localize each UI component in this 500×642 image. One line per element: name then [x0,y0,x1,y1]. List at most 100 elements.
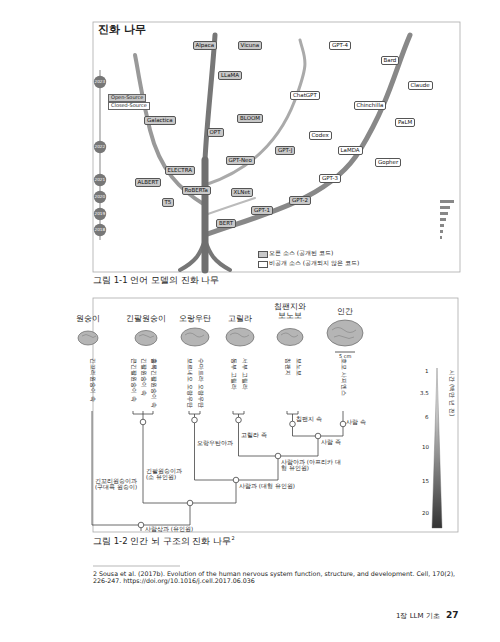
year-label: 2022 [95,145,106,150]
model-box: BERT [216,219,236,228]
tree-root [180,240,205,270]
tree-root [205,240,230,270]
model-box: Bard [381,56,400,65]
model-box: ELECTRA [165,166,196,175]
model-name: T5 [165,199,172,205]
tree-branch [135,55,205,205]
model-box: ALBERT [135,178,162,187]
figure-title: 진화 나무 [98,24,146,37]
model-box: LLaMA [218,71,242,80]
brain-illustration [135,331,157,346]
model-box: Gopher [375,158,401,167]
brain-folds [82,328,356,339]
tag-label: Closed-Source [108,102,150,110]
tree-branches [135,35,410,270]
model-name: BLOOM [240,115,260,121]
brain-illustration [78,331,98,345]
leaf-label: 서부 고릴라 [241,358,248,390]
model-name: Galactica [147,117,173,123]
model-box: Vicuna [238,41,263,50]
brain-fold [185,333,204,337]
model-box: Chinchilla [354,101,387,110]
axis-title: 시간 (백만 년 전) [448,370,455,416]
model-box: OPT [207,128,224,137]
year-label: 2020 [95,195,106,200]
bar [440,206,450,209]
model-name: Vicuna [241,42,260,48]
species-heading: 고릴라 [228,314,252,323]
model-name: BERT [219,220,233,226]
tree-branch [205,198,255,215]
leaf-label: 훌록긴팔원숭이 속 [150,358,157,408]
brain-illustration [226,328,254,346]
model-name: RoBERTa [185,187,208,193]
species-heading: 인간 [337,307,353,316]
model-name: GPT-1 [254,207,270,213]
model-name: GPT-3 [322,175,338,181]
model-name: ALBERT [138,179,159,185]
leaf-label: 호모 사피엔스 [340,358,347,396]
figure-frame [93,298,458,532]
mini-bar-chart [440,200,454,239]
clade-node [187,500,193,506]
year-label: 2021 [95,178,106,183]
model-box: BLOOM [237,114,263,123]
model-box: RoBERTa [182,186,211,195]
axis-tick: 6 [425,414,429,420]
tree-branch [205,35,410,235]
bar [440,212,448,215]
leaf-label: 보르네오 오랑우탄 [186,358,193,408]
model-box: ChatGPT [290,91,320,100]
year-marker [94,174,106,186]
brain-fold [139,335,154,338]
bar [440,218,446,221]
clade-node [140,419,146,425]
leaf-label: 긴꼬리원숭이 속 [89,358,96,402]
clade-label: 오랑우탄아과 [197,440,233,446]
clade-label: 사람아과 (아프리카 대형 유인원) [281,459,343,472]
clade-node [236,417,242,423]
model-name: Chinchilla [357,102,384,108]
tree-branch [205,40,305,185]
model-name: GPT-J [278,147,292,153]
model-name: OPT [210,129,221,135]
leaf-label: 동부 고릴라 [230,358,237,390]
leaf-label: 수마트라 오랑우탄 [197,358,204,408]
axis-tick: 10 [422,444,429,450]
year-marker [94,191,106,203]
axis-tick: 1 [425,368,429,374]
species-heading: 오랑우탄 [179,314,211,323]
axis-tick: 3.5 [420,390,429,396]
clade-nodes [138,417,346,528]
clade-node [138,522,144,528]
model-name: Claude [411,82,430,88]
clade-node [340,421,346,427]
footnote-rule [93,566,180,567]
model-name: XLNet [234,189,251,195]
clade-label: 사람상과 (유인원) [145,526,193,532]
model-box: Claude [408,81,433,90]
footnote: 2 Sousa et al. (2017b). Evolution of the… [93,570,461,584]
model-box: Codex [309,131,332,140]
model-name: Alpaca [196,42,215,48]
model-name: Gopher [378,159,398,165]
model-box: LaMDA [338,146,363,155]
year-label: 2023 [95,80,106,85]
leaf-label: 보노보 [295,358,302,376]
model-name: LaMDA [341,147,360,153]
clade-node [192,417,198,423]
year-marker [94,141,106,153]
model-name: ChatGPT [293,92,317,98]
model-box: GPT-Neo [226,156,255,165]
model-name: Codex [312,132,329,138]
species-heading: 원숭이 [76,314,100,323]
axis-tick: 20 [422,510,429,516]
bar [440,230,443,233]
clade-label: 긴꼬리원숭이과 (구대륙 원숭이) [95,478,139,491]
year-label: 2019 [95,212,106,217]
tree-trunk [202,160,209,270]
legend-swatch [258,261,268,268]
footnote-mark: 2 [232,536,235,542]
brain-fold [230,333,249,337]
time-wedge [432,368,442,528]
